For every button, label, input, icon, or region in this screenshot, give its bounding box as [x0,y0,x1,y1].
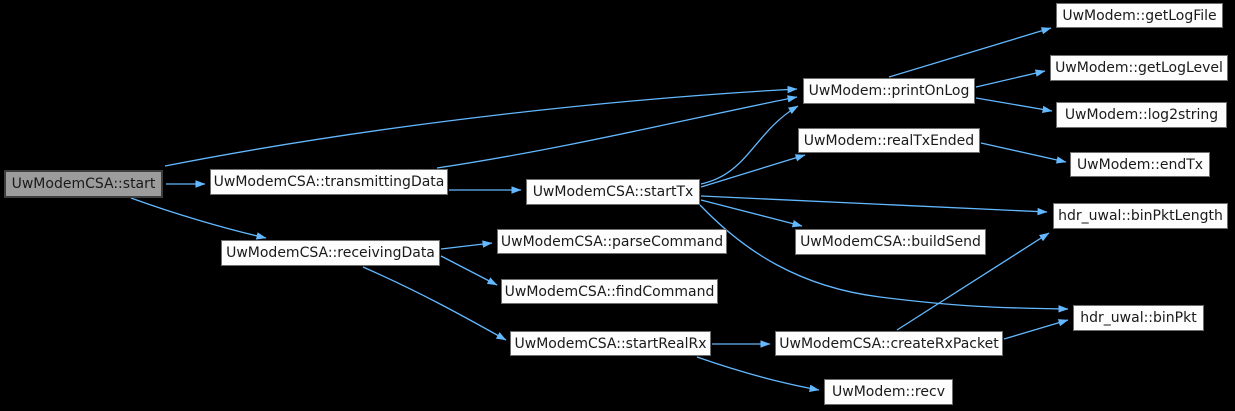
edge-printOnLog-to-getLogLevel [975,69,1046,88]
node-uwmodemcsa-buildsend[interactable]: UwModemCSA::buildSend [795,229,986,255]
edge-start-to-receivingData [130,197,267,240]
edge-start-to-printOnLog [164,85,798,167]
node-uwmodemcsa-start: UwModemCSA::start [4,170,163,198]
node-uwmodem-endtx[interactable]: UwModem::endTx [1070,152,1210,177]
node-uwmodem-printonlog[interactable]: UwModem::printOnLog [803,78,975,104]
node-uwmodemcsa-starttx[interactable]: UwModemCSA::startTx [526,179,700,205]
node-uwmodemcsa-transmittingdata[interactable]: UwModemCSA::transmittingData [210,169,448,195]
edge-receivingData-to-startRealRx [362,266,507,341]
node-uwmodemcsa-parsecommand[interactable]: UwModemCSA::parseCommand [497,229,727,254]
edge-createRxPacket-to-binPkt [1003,319,1069,340]
node-uwmodem-recv[interactable]: UwModem::recv [824,379,953,405]
edge-startTx-to-binPkt [699,204,1069,313]
edge-startTx-to-binPktLength [700,195,1048,216]
node-uwmodem-getloglevel[interactable]: UwModem::getLogLevel [1050,55,1228,81]
edge-realTxEnded-to-endTx [980,142,1067,164]
node-hdr-uwal-binpktlength[interactable]: hdr_uwal::binPktLength [1053,203,1228,229]
node-uwmodem-getlogfile[interactable]: UwModem::getLogFile [1056,3,1223,28]
node-uwmodem-log2string[interactable]: UwModem::log2string [1056,102,1227,128]
node-hdr-uwal-binpkt[interactable]: hdr_uwal::binPkt [1073,305,1204,331]
edge-transmittingData-to-printOnLog [436,95,798,169]
edge-printOnLog-to-getLogFile [888,27,1052,78]
edge-printOnLog-to-log2string [975,97,1053,114]
node-uwmodemcsa-createrxpacket[interactable]: UwModemCSA::createRxPacket [775,331,1003,356]
edge-startTx-to-printOnLog [700,105,799,185]
edge-startTx-to-buildSend [700,199,803,228]
edge-startTx-to-realTxEnded [700,154,806,188]
edge-receivingData-to-parseCommand [440,240,493,250]
node-uwmodemcsa-receivingdata[interactable]: UwModemCSA::receivingData [221,240,440,266]
node-uwmodemcsa-findcommand[interactable]: UwModemCSA::findCommand [501,279,718,304]
node-uwmodem-realtxended[interactable]: UwModem::realTxEnded [798,128,980,153]
edge-startRealRx-to-recv [696,356,820,392]
node-uwmodemcsa-startrealrx[interactable]: UwModemCSA::startRealRx [510,331,711,356]
edge-createRxPacket-to-binPktLength [896,232,1050,331]
edge-receivingData-to-findCommand [440,255,498,286]
